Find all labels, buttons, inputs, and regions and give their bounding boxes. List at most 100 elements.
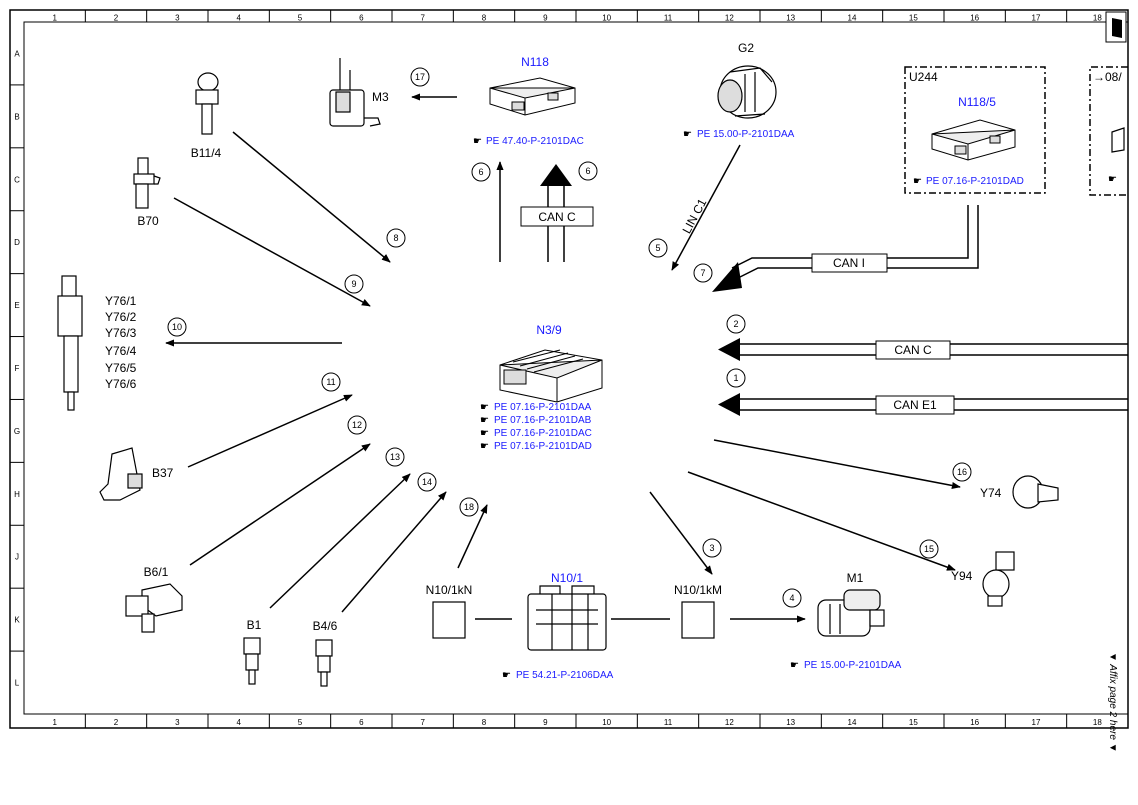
arrow-lin-c1 [671, 144, 741, 271]
ref-n10-1-text[interactable]: PE 54.21-P-2106DAA [516, 670, 614, 681]
grid-column-label: 11 [664, 14, 673, 23]
ref-n3-9-text-3[interactable]: PE 07.16-P-2101DAC [494, 428, 592, 439]
grid-row-label: H [14, 490, 20, 499]
label-y76-3: Y76/3 [105, 326, 137, 340]
u244-housing [904, 66, 1046, 194]
grid-column-label: 12 [725, 14, 734, 23]
grid-column-label: 17 [1032, 718, 1041, 727]
grid-row-label: C [14, 175, 20, 184]
marker-13: 13 [390, 452, 400, 462]
ref-hand-icon: ☛ [480, 402, 489, 413]
grid-column-label: 3 [175, 14, 180, 23]
grid-column-label: 16 [970, 14, 979, 23]
grid-column-label: 17 [1032, 14, 1041, 23]
grid-column-label: 15 [909, 14, 918, 23]
n10-1km-relay [681, 601, 715, 639]
grid-column-label: 1 [52, 14, 57, 23]
grid-column-label: 10 [602, 14, 611, 23]
label-u244: U244 [909, 70, 938, 84]
marker-5: 5 [655, 243, 660, 253]
grid-column-label: 14 [848, 718, 857, 727]
label-b6-1: B6/1 [144, 565, 169, 579]
grid-row-label: J [15, 553, 19, 562]
label-y94: Y94 [951, 569, 973, 583]
n10-1-sam-drawing [527, 585, 607, 651]
marker-9: 9 [351, 279, 356, 289]
next-page-module-drawing [1111, 127, 1125, 153]
bus-label-can-e1: CAN E1 [893, 398, 937, 412]
ref-n118-5[interactable]: ☛ PE 07.16-P-2101DAD [913, 176, 1024, 187]
y76-injector-drawing [57, 275, 83, 411]
ref-hand-icon: ☛ [913, 176, 922, 187]
label-n10-1kn: N10/1kN [426, 583, 473, 597]
label-n10-1: N10/1 [551, 571, 583, 585]
arrow-13 [269, 473, 411, 609]
ref-n3-9-text-4[interactable]: PE 07.16-P-2101DAD [494, 441, 592, 452]
grid-marks: 1122334455667788991010111112121313141415… [10, 10, 1102, 728]
grid-row-label: F [15, 364, 20, 373]
corner-glyph [1112, 18, 1122, 38]
grid-column-label: 1 [52, 718, 57, 727]
grid-column-label: 12 [725, 718, 734, 727]
n3-9-ecu-drawing [499, 349, 603, 403]
marker-11: 11 [326, 377, 335, 387]
label-n3-9: N3/9 [536, 323, 562, 337]
ref-n3-9-text-1[interactable]: PE 07.16-P-2101DAA [494, 402, 592, 413]
label-g2: G2 [738, 41, 754, 55]
arrow-16 [713, 439, 961, 490]
b37-pedal-drawing [99, 447, 143, 501]
marker-10: 10 [172, 322, 182, 332]
arrow-12 [189, 443, 371, 566]
ref-g2[interactable]: ☛ PE 15.00-P-2101DAA [683, 129, 795, 140]
grid-column-label: 7 [420, 14, 425, 23]
grid-column-label: 13 [786, 718, 795, 727]
grid-column-label: 18 [1093, 718, 1102, 727]
label-b11-4: B11/4 [191, 146, 222, 160]
arrow-14 [341, 491, 447, 613]
ref-g2-text[interactable]: PE 15.00-P-2101DAA [697, 129, 795, 140]
affix-note: ▼ Affix page 2 here ▼ [1107, 652, 1118, 753]
marker-4: 4 [789, 593, 794, 603]
ref-m1-text[interactable]: PE 15.00-P-2101DAA [804, 660, 902, 671]
can-c-bus-right [718, 338, 1128, 361]
label-y76-5: Y76/5 [105, 361, 137, 375]
grid-column-label: 4 [236, 718, 241, 727]
grid-row-label: L [15, 679, 20, 688]
n118-5-module-drawing [931, 119, 1016, 161]
label-n118: N118 [521, 55, 549, 69]
marker-17: 17 [415, 72, 425, 82]
grid-row-label: K [14, 616, 20, 625]
ref-n3-9[interactable]: ☛ PE 07.16-P-2101DAA ☛ PE 07.16-P-2101DA… [480, 402, 592, 452]
arrow-8 [232, 131, 391, 263]
bus-label-can-c-top: CAN C [538, 210, 576, 224]
grid-row-label: D [14, 238, 20, 247]
marker-8: 8 [393, 233, 398, 243]
grid-column-label: 3 [175, 718, 180, 727]
label-y76-2: Y76/2 [105, 310, 137, 324]
ref-hand-icon: ☛ [480, 441, 489, 452]
bus-label-can-c-right: CAN C [894, 343, 932, 357]
marker-6-left: 6 [478, 167, 483, 177]
ref-n118[interactable]: ☛ PE 47.40-P-2101DAC [473, 136, 584, 147]
label-b1: B1 [247, 618, 262, 632]
ref-n3-9-text-2[interactable]: PE 07.16-P-2101DAB [494, 415, 592, 426]
ref-hand-icon: ☛ [480, 428, 489, 439]
ref-n10-1[interactable]: ☛ PE 54.21-P-2106DAA [502, 670, 614, 681]
label-b70: B70 [137, 214, 159, 228]
b4-6-sensor-drawing [315, 639, 333, 687]
can-c-bus-top [520, 164, 594, 262]
g2-alternator-drawing [717, 65, 777, 119]
ref-hand-icon: ☛ [790, 660, 799, 671]
m1-starter-drawing [817, 589, 885, 637]
label-n118-5: N118/5 [958, 95, 996, 109]
grid-column-label: 13 [786, 14, 795, 23]
next-page-housing [1089, 66, 1128, 196]
marker-7: 7 [700, 268, 705, 278]
grid-column-label: 6 [359, 14, 364, 23]
label-y76-4: Y76/4 [105, 344, 137, 358]
ref-m1[interactable]: ☛ PE 15.00-P-2101DAA [790, 660, 902, 671]
ref-n118-5-text[interactable]: PE 07.16-P-2101DAD [926, 176, 1024, 187]
ref-n118-text[interactable]: PE 47.40-P-2101DAC [486, 136, 584, 147]
y74-valve-drawing [1012, 475, 1059, 509]
